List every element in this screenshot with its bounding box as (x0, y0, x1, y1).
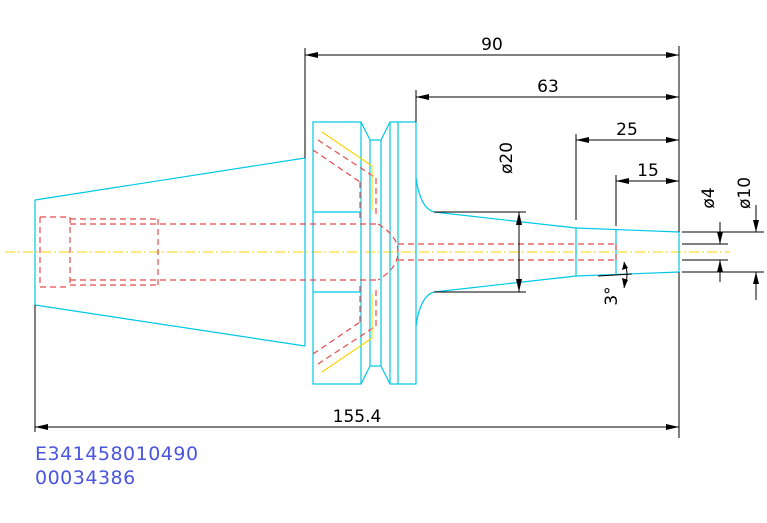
dimension-lines (34, 46, 764, 438)
dim-tip-diameter: ø10 (735, 177, 755, 209)
dim-neck-diameter: ø20 (497, 142, 517, 174)
holder-outline (34, 121, 680, 385)
dim-overall-length: 155.4 (333, 407, 382, 427)
part-number-label: E341458010490 (35, 443, 199, 465)
dim-neck-length: 63 (537, 77, 559, 97)
serial-number-label: 00034386 (35, 467, 136, 489)
dim-total-reach: 90 (481, 35, 503, 55)
dim-taper-length: 25 (616, 120, 638, 140)
dim-tip-length: 15 (637, 161, 659, 181)
hidden-lines (39, 139, 617, 365)
dim-bore-diameter: ø4 (699, 187, 719, 208)
inner-yellow-lines (321, 131, 373, 373)
dim-taper-angle: 3° (602, 286, 622, 305)
